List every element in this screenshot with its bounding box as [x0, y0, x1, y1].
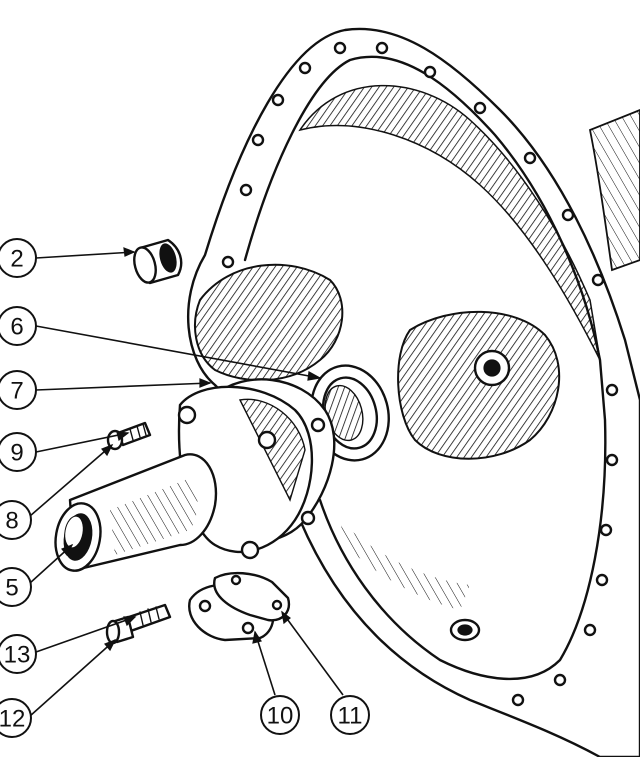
- callout-7-label: 7: [10, 378, 23, 405]
- bell-housing-left-pocket: [194, 263, 344, 382]
- callout-5-label: 5: [5, 575, 18, 602]
- flange-bolt-holes: [221, 41, 619, 707]
- callout-6: 6: [0, 306, 37, 346]
- callout-13-label: 13: [4, 642, 31, 669]
- callout-10: 10: [260, 695, 300, 735]
- callout-9-label: 9: [10, 440, 23, 467]
- callout-8: 8: [0, 500, 32, 540]
- leader-6: [35, 325, 321, 379]
- callout-12-label: 12: [0, 706, 25, 733]
- callout-11-label: 11: [338, 703, 363, 730]
- leader-12: [29, 639, 116, 717]
- callout-10-label: 10: [267, 703, 294, 730]
- callout-5: 5: [0, 567, 32, 607]
- leader-lines: [29, 247, 344, 717]
- leader-8: [29, 444, 113, 517]
- leader-11: [281, 611, 344, 696]
- bell-housing-boss-hole: [483, 359, 501, 377]
- callout-13: 13: [0, 634, 37, 674]
- callout-11: 11: [330, 695, 370, 735]
- bell-housing-shadow-top: [298, 84, 601, 361]
- bell-housing-lower-shading: [340, 520, 470, 610]
- bell-housing-drain-hole-inner: [457, 624, 473, 636]
- callouts: 2 6 7 9 8 5 13 12: [0, 238, 370, 738]
- callout-2: 2: [0, 238, 37, 278]
- leader-10: [254, 631, 276, 696]
- bell-housing-barrel: [588, 109, 640, 272]
- callout-6-label: 6: [10, 314, 23, 341]
- leader-2: [35, 251, 135, 259]
- bearing-cover-part-5: [54, 385, 326, 572]
- bell-housing: [187, 27, 640, 757]
- leader-13: [35, 616, 136, 653]
- callout-2-label: 2: [10, 246, 23, 273]
- leader-9: [35, 432, 129, 453]
- callout-8-label: 8: [5, 508, 18, 535]
- leader-7: [35, 382, 211, 391]
- callout-12: 12: [0, 698, 32, 738]
- callout-7: 7: [0, 370, 37, 410]
- callout-9: 9: [0, 432, 37, 472]
- bush-part-2: [133, 238, 183, 285]
- bell-housing-right-cavity: [397, 310, 561, 460]
